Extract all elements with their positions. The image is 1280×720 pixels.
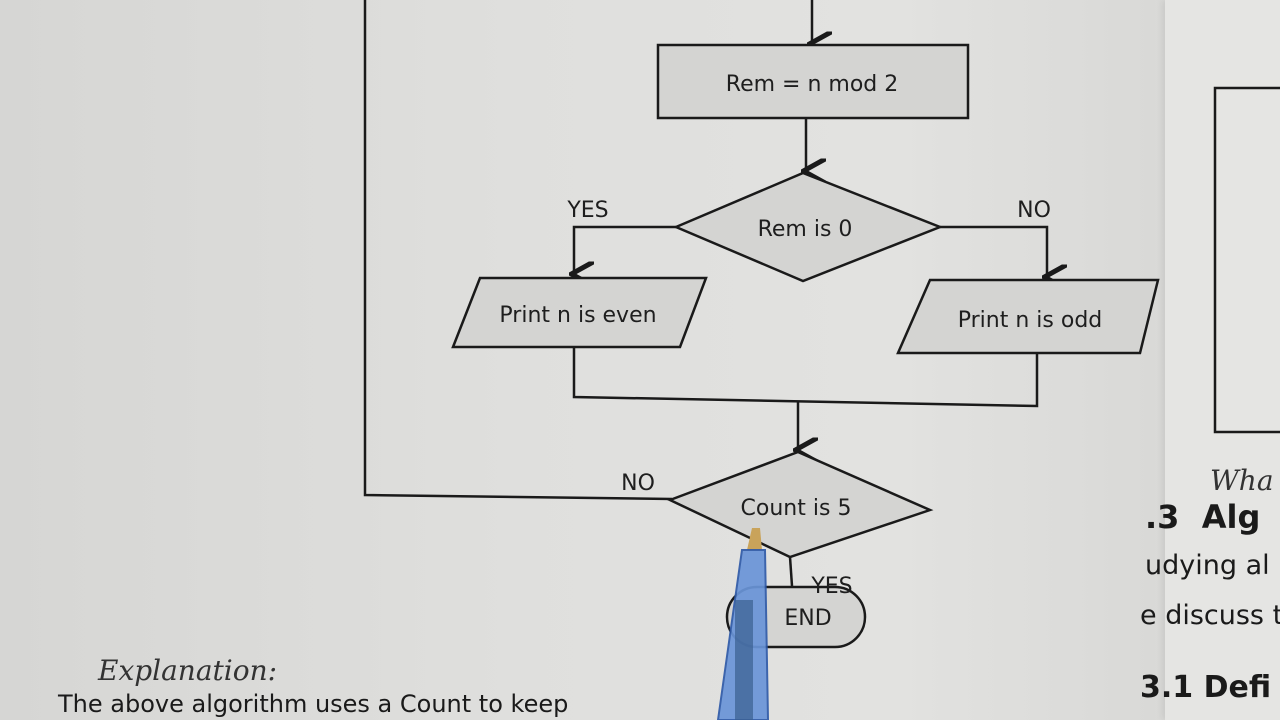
output-odd-box (896, 278, 1160, 355)
right-page (1165, 0, 1280, 720)
handwritten-note: Wha (1210, 464, 1274, 497)
loop-back-line (363, 0, 673, 501)
yes-branch-line (574, 225, 676, 274)
pen-spring (735, 600, 753, 720)
decision2-no-label: NO (621, 471, 655, 496)
right-text-line-1: udying al (1145, 550, 1270, 581)
decision2-yes-label: YES (810, 574, 852, 599)
subsection-heading: 3.1 Defi (1140, 670, 1272, 705)
pen-tip (747, 528, 762, 550)
end-text: END (784, 606, 831, 631)
process-box (656, 43, 970, 120)
body-text-line: The above algorithm uses a Count to keep (58, 690, 569, 718)
pen (716, 528, 770, 720)
output-even-text: Print n is even (499, 303, 656, 328)
output-even-box (451, 276, 708, 349)
merge-line (572, 347, 1039, 408)
arrow-to-end (788, 556, 794, 587)
no-branch-line (940, 225, 1047, 277)
section-heading: .3 Alg (1145, 498, 1261, 536)
right-text-line-2: e discuss t (1140, 600, 1280, 631)
process-text: Rem = n mod 2 (726, 72, 898, 97)
decision1-yes-label: YES (566, 198, 608, 223)
decision1-no-label: NO (1017, 198, 1051, 223)
output-odd-text: Print n is odd (958, 308, 1103, 333)
right-page-box (1213, 86, 1280, 434)
decision1-text: Rem is 0 (758, 217, 853, 242)
decision2-text: Count is 5 (741, 496, 852, 521)
handwritten-explanation: Explanation: (97, 654, 277, 687)
